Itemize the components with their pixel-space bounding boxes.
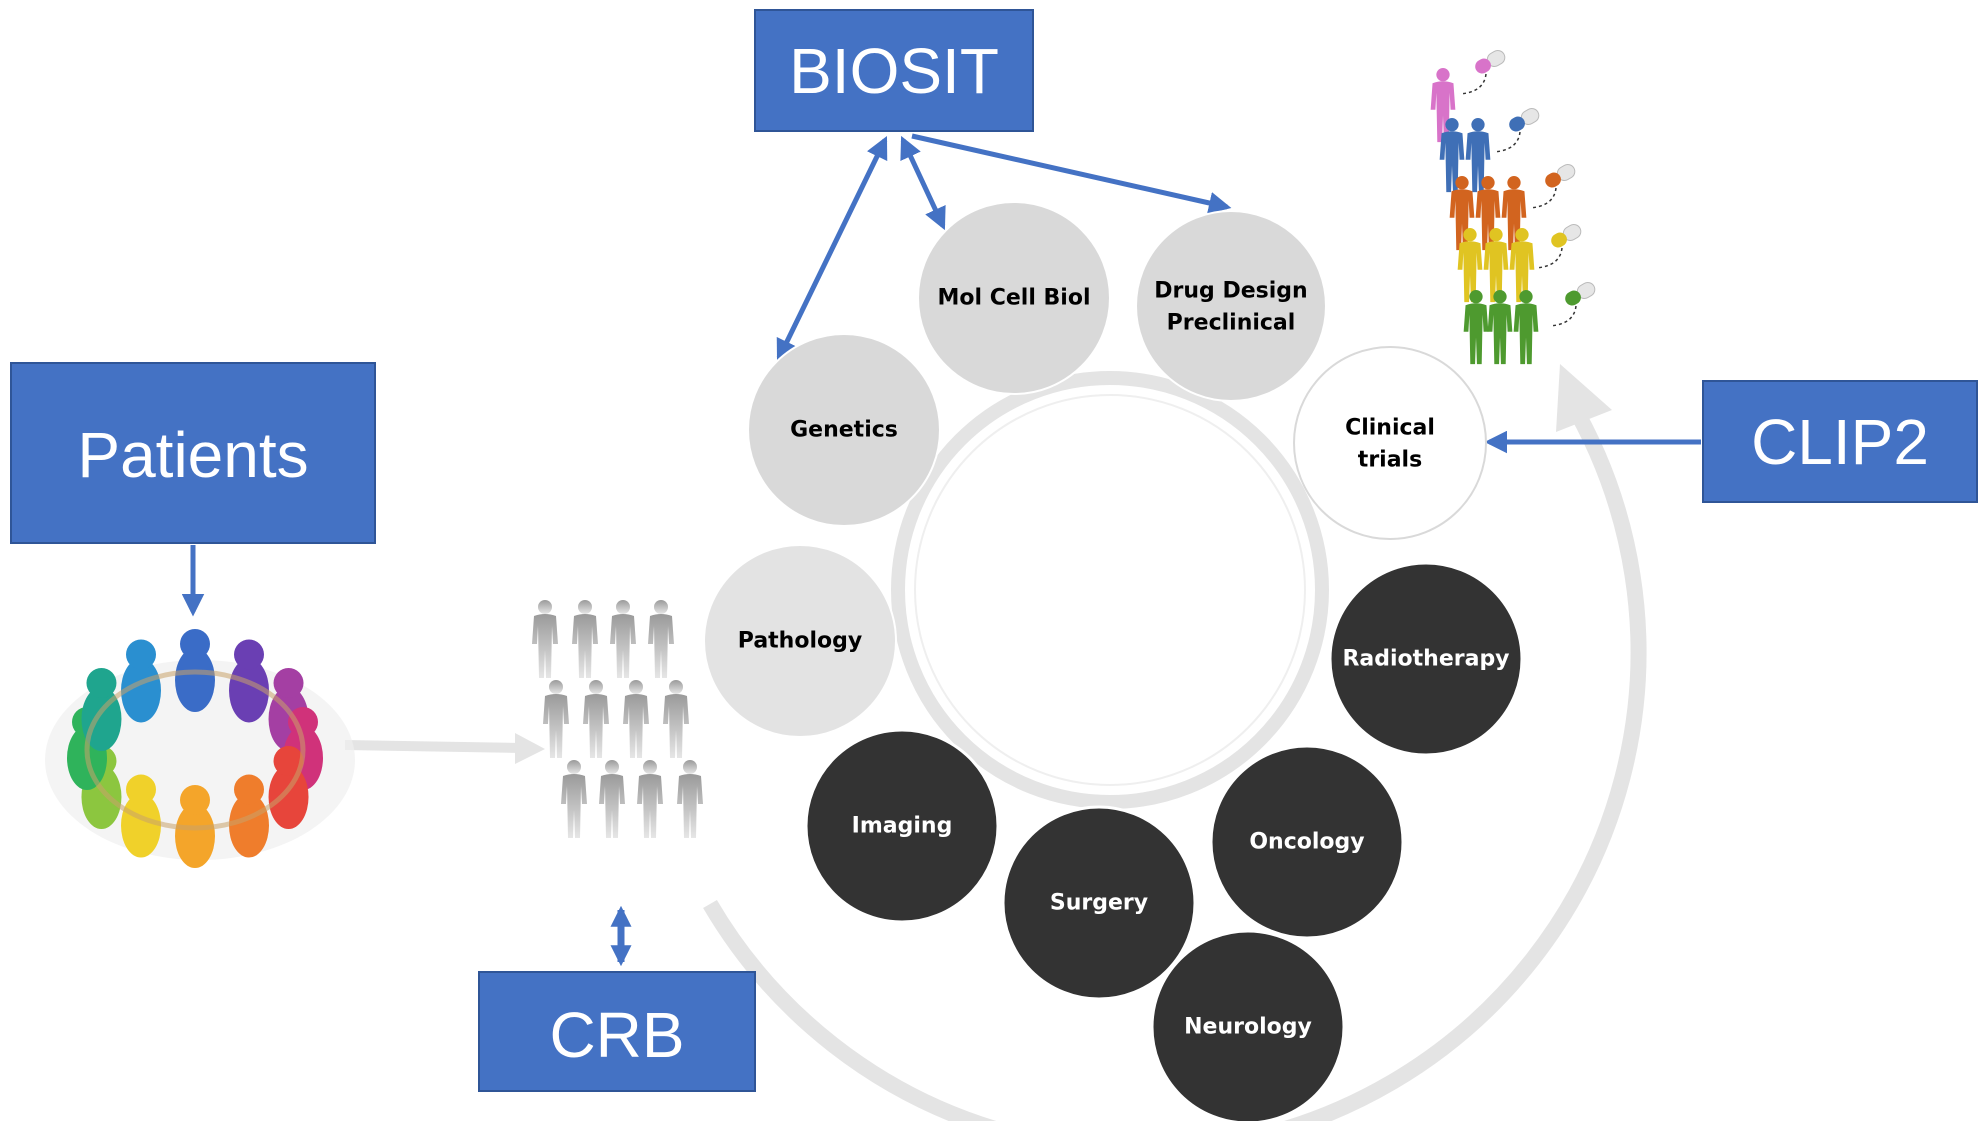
patient-figure-icon [1509, 228, 1535, 303]
patient-figure-icon [1487, 290, 1513, 365]
patient-figure-icon [1430, 68, 1456, 143]
ring-person-head-icon [273, 668, 304, 698]
ring-person-head-icon [86, 668, 117, 698]
pill-icon [1475, 50, 1506, 74]
node-mol-cell-biol-label: Mol Cell Biol [938, 286, 1091, 311]
patient-figure-icon [1463, 290, 1489, 365]
pill-icon [1551, 224, 1582, 248]
pill-dotted-arrow [1493, 131, 1521, 153]
pill-dotted-arrow [1535, 247, 1563, 269]
ring-person-head-icon [126, 774, 156, 805]
node-drug-design-label-2: Preclinical [1167, 311, 1296, 336]
population-crowd-icon [532, 600, 703, 838]
ring-person-head-icon [234, 639, 264, 670]
pill-icon [1545, 164, 1576, 188]
node-surgery-label: Surgery [1050, 891, 1148, 916]
node-oncology-label: Oncology [1249, 830, 1364, 855]
patients-to-crowd-arrowhead [515, 733, 545, 764]
ring-person-head-icon [180, 629, 210, 659]
patient-figure-icon [1483, 228, 1509, 303]
patient-figure-icon [1465, 118, 1491, 193]
ring-person-head-icon [180, 785, 210, 815]
biosit-molcell-arrow [900, 135, 946, 231]
patients-pills-icon [1430, 50, 1596, 365]
patient-figure-icon [1513, 290, 1539, 365]
ring-person-head-icon [126, 639, 156, 670]
node-imaging-label: Imaging [852, 814, 953, 839]
ring-person-head-icon [234, 774, 264, 805]
patient-figure-icon [1457, 228, 1483, 303]
node-oncology: Oncology [1209, 744, 1405, 940]
node-surgery: Surgery [1001, 805, 1197, 1001]
pill-dotted-arrow [1549, 305, 1577, 327]
clip2-label: CLIP2 [1751, 406, 1929, 478]
biosit-label: BIOSIT [789, 35, 999, 107]
node-pathology: Pathology [703, 544, 897, 738]
patients-to-crowd-arrow [344, 740, 521, 753]
people-circle-icon [45, 629, 355, 868]
patients-label: Patients [77, 419, 308, 491]
node-genetics-label: Genetics [790, 418, 898, 443]
biosit-drugdesign-arrow [911, 133, 1232, 215]
ring-person-body-icon [121, 658, 161, 723]
ring-person-body-icon [175, 804, 215, 868]
patient-figure-icon [1439, 118, 1465, 193]
node-imaging: Imaging [804, 728, 1000, 924]
node-clinical-trials: Clinical trials [1293, 346, 1487, 540]
ring-person-body-icon [121, 793, 161, 858]
ring-person-body-icon [175, 648, 215, 712]
pill-dotted-arrow [1529, 187, 1557, 209]
patient-figure-icon [1475, 176, 1501, 251]
node-drug-design: Drug Design Preclinical [1135, 210, 1327, 402]
crowd-person-icon [623, 680, 649, 758]
ring-arms-icon [84, 669, 306, 831]
ring-person-head-icon [273, 746, 304, 776]
pill-icon [1509, 108, 1540, 132]
crb-box: CRB [478, 971, 756, 1092]
crowd-person-icon [648, 600, 674, 678]
node-drug-design-label-1: Drug Design [1154, 279, 1307, 304]
node-pathology-label: Pathology [738, 629, 862, 654]
node-neurology-label: Neurology [1184, 1015, 1312, 1040]
outer-cycle-arrowhead [1556, 364, 1612, 432]
node-neurology: Neurology [1150, 929, 1346, 1121]
inner-ring-outline [914, 394, 1306, 786]
node-clinical-trials-label-2: trials [1358, 448, 1422, 473]
crowd-person-icon [599, 760, 625, 838]
node-genetics: Genetics [747, 333, 941, 527]
node-mol-cell-biol: Mol Cell Biol [917, 201, 1111, 395]
patient-figure-icon [1449, 176, 1475, 251]
ring-person-body-icon [229, 793, 269, 858]
outer-cycle-arc [703, 395, 1647, 1121]
crowd-person-icon [532, 600, 558, 678]
crowd-person-icon [663, 680, 689, 758]
crb-label: CRB [549, 999, 684, 1071]
crowd-person-icon [572, 600, 598, 678]
patients-box: Patients [10, 362, 376, 544]
ring-person-head-icon [288, 707, 318, 737]
biosit-box: BIOSIT [754, 9, 1034, 132]
ring-person-body-icon [229, 658, 269, 723]
biosit-genetics-arrow [776, 135, 888, 363]
clip2-box: CLIP2 [1702, 380, 1978, 503]
crowd-person-icon [637, 760, 663, 838]
node-radiotherapy: Radiotherapy [1328, 561, 1524, 757]
crowd-person-icon [610, 600, 636, 678]
node-clinical-trials-label-1: Clinical [1345, 416, 1435, 441]
crowd-person-icon [543, 680, 569, 758]
crowd-person-icon [583, 680, 609, 758]
ring-person-body-icon [268, 765, 309, 829]
patient-figure-icon [1501, 176, 1527, 251]
crowd-person-icon [561, 760, 587, 838]
node-radiotherapy-label: Radiotherapy [1342, 647, 1509, 672]
pill-icon [1565, 282, 1596, 306]
inner-ring [891, 371, 1329, 809]
crowd-person-icon [677, 760, 703, 838]
pill-dotted-arrow [1459, 73, 1487, 95]
